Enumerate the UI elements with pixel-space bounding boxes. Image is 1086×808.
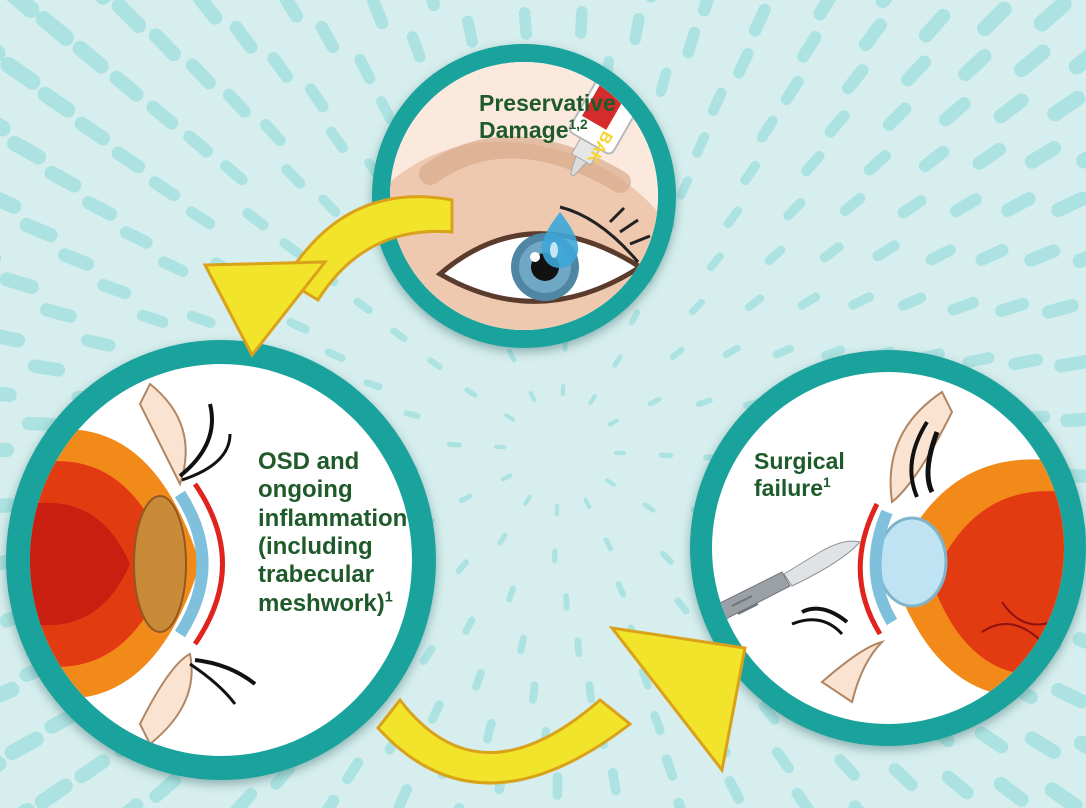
surgical-failure-label: Surgical failure1 [754, 448, 845, 502]
surgical-failure-footnote: 1 [823, 475, 831, 491]
preservative-damage-footnote: 1,2 [568, 117, 588, 133]
inflammation-outline [192, 482, 225, 646]
osd-inflammation-illustration: OSD and ongoing inflammation (including … [30, 364, 412, 756]
surgical-failure-circle: Surgical failure1 [690, 350, 1086, 746]
osd-inflammation-footnote: 1 [384, 589, 393, 606]
preservative-damage-label: Preservative Damage1,2 [479, 90, 616, 144]
arrow-left-to-right [376, 625, 747, 785]
arrow-top-to-left [202, 195, 454, 358]
preservative-damage-illustration: BAK Preservative Damage1,2 [390, 62, 658, 330]
surgical-failure-illustration: Surgical failure1 [712, 372, 1064, 724]
osd-inflammation-label: OSD and ongoing inflammation (including … [258, 448, 408, 617]
scalpel-icon [712, 540, 861, 623]
osd-inflammation-circle: OSD and ongoing inflammation (including … [6, 340, 436, 780]
preservative-damage-circle: BAK Preservative Damage1,2 [372, 44, 676, 348]
